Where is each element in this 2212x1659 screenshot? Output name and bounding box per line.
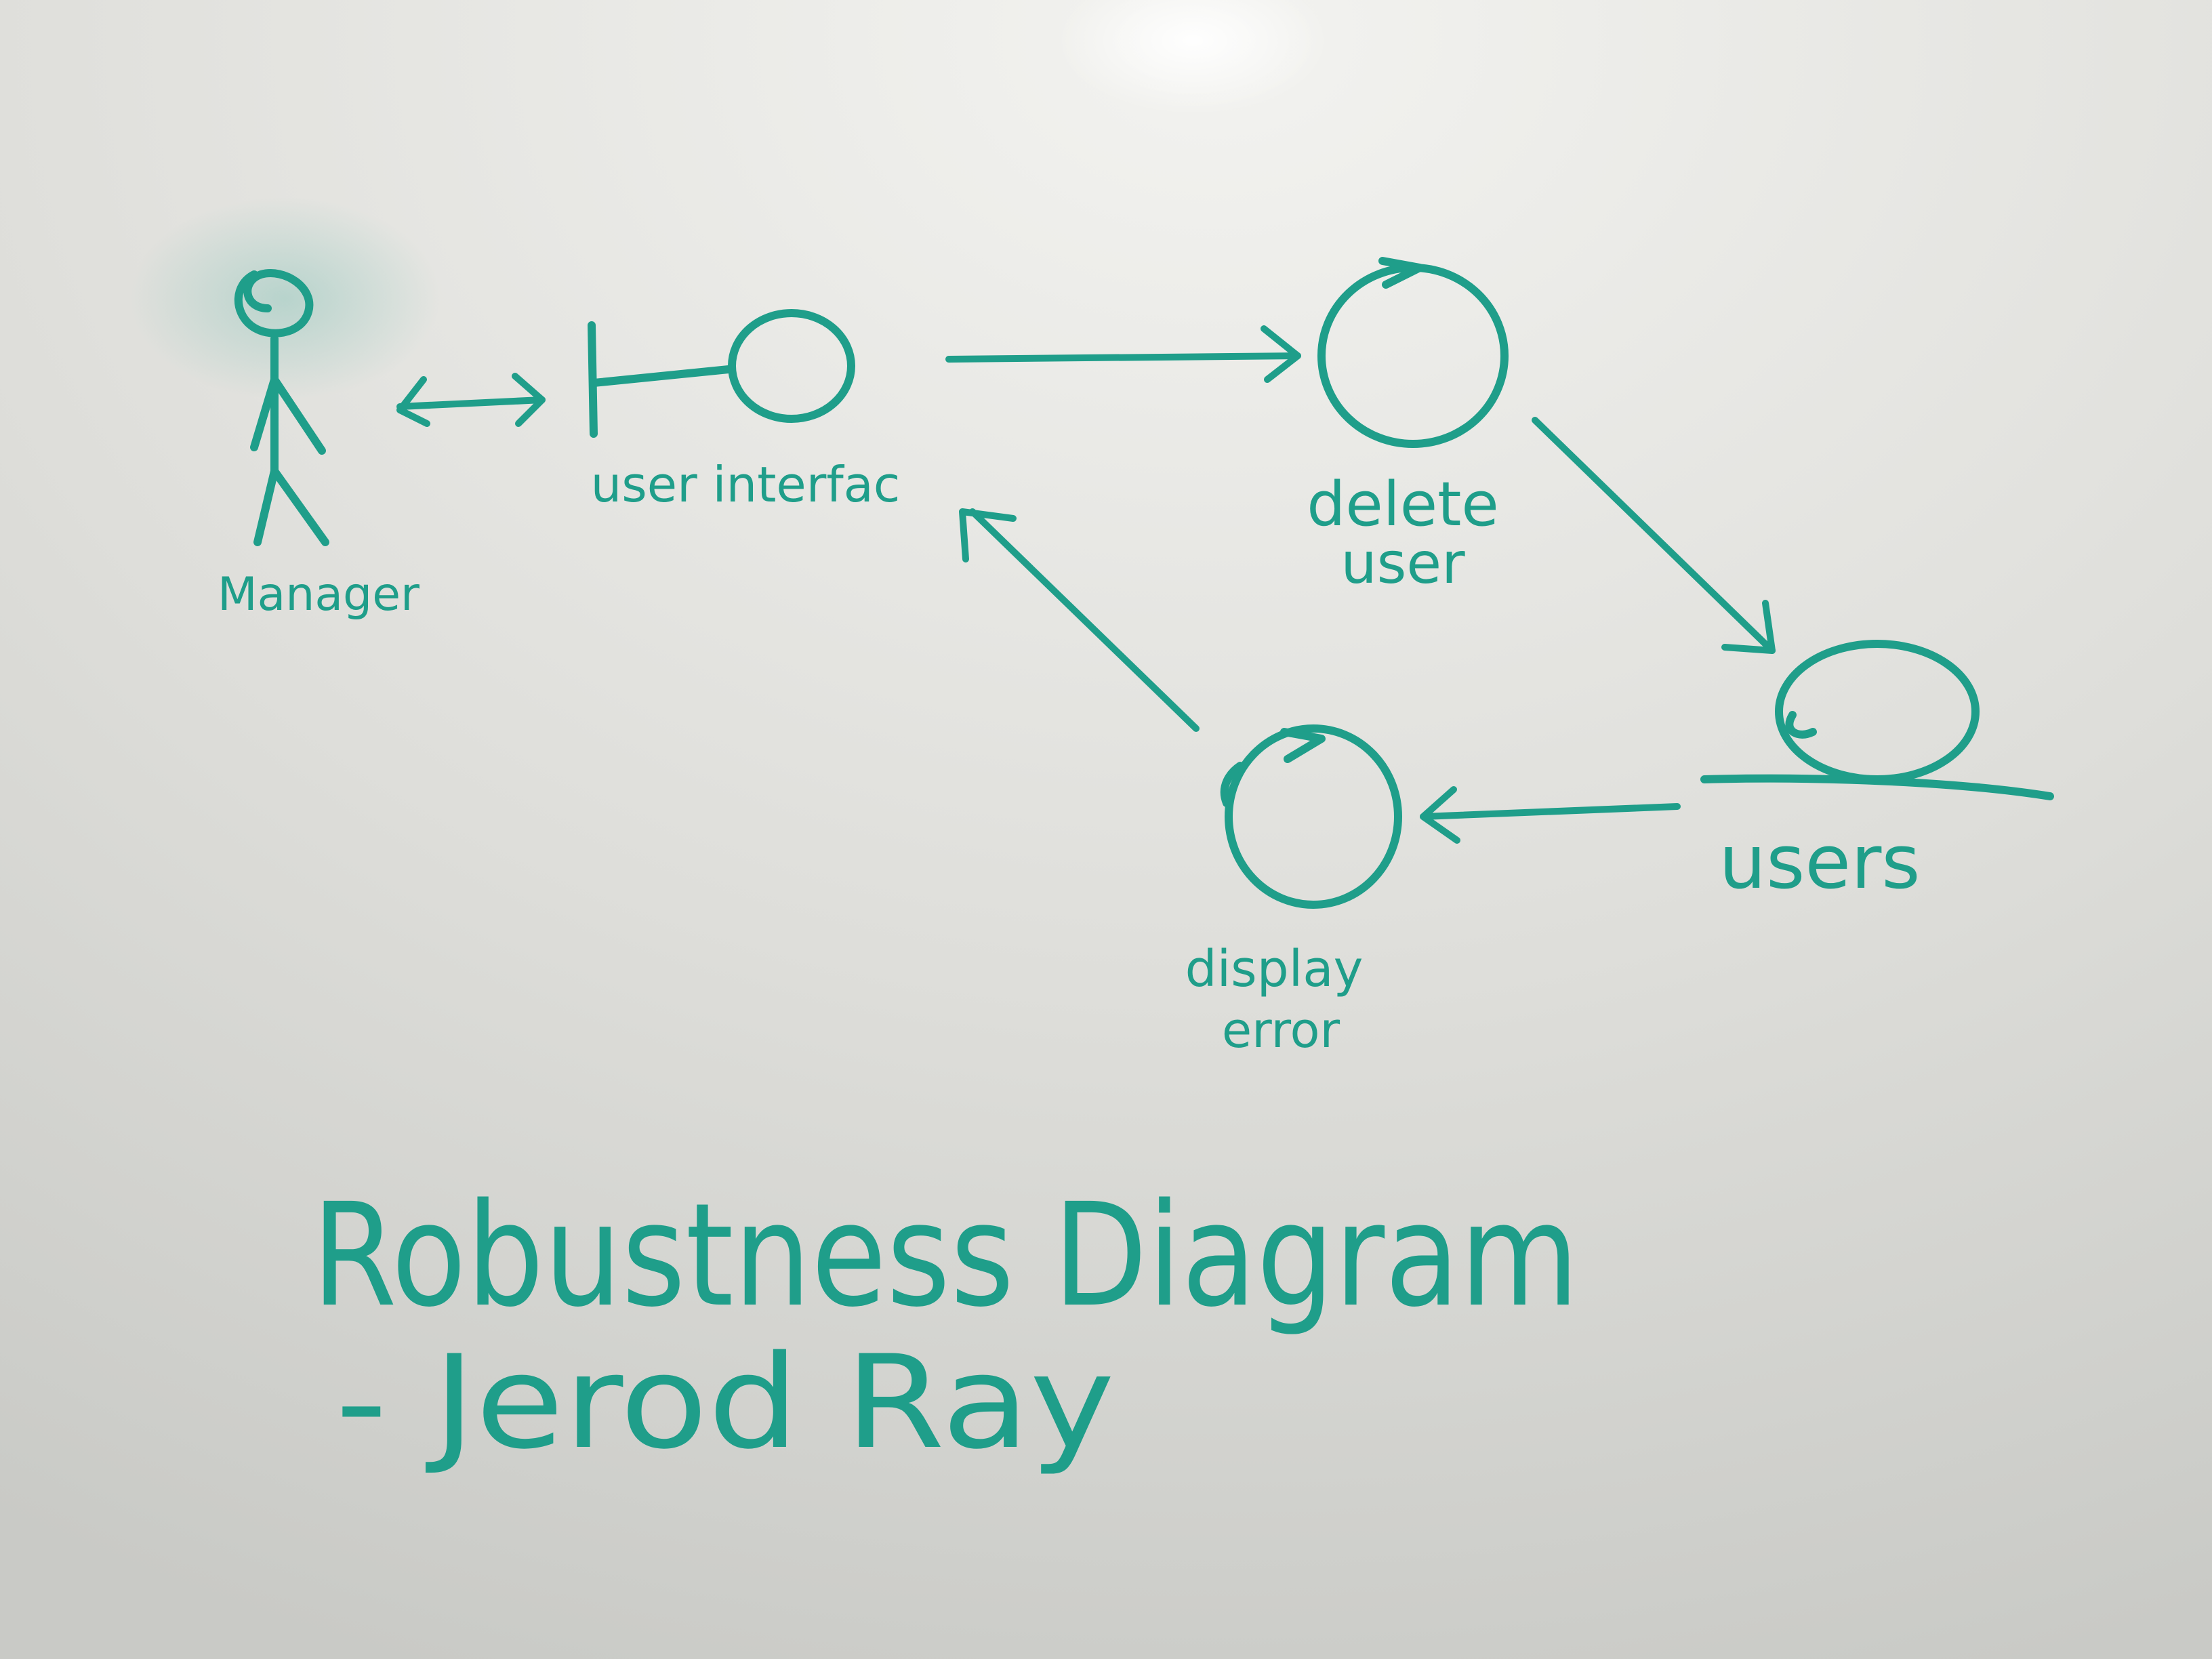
control-delete-user-icon — [1317, 257, 1509, 448]
marker-smudge — [129, 197, 441, 400]
edge-users-error — [1420, 786, 1681, 844]
actor-manager-icon — [234, 269, 329, 546]
boundary-user-interface-icon — [588, 309, 855, 438]
ink-layer — [234, 257, 2054, 909]
edge-delete-users — [1532, 417, 1776, 654]
light-glare — [1057, 0, 1328, 115]
title-line-2: - Jerod Ray — [335, 1328, 1115, 1477]
edge-error-boundary — [959, 508, 1200, 732]
entity-users-icon — [1700, 640, 2054, 800]
labels: Manager user interfac delete user users … — [218, 456, 1921, 1477]
control-display-error-icon — [1220, 724, 1402, 909]
label-error: error — [1222, 1002, 1340, 1059]
edge-actor-boundary — [396, 373, 546, 427]
label-delete: delete — [1307, 469, 1499, 540]
edge-boundary-delete — [945, 325, 1301, 383]
label-manager: Manager — [218, 568, 419, 621]
label-user-interface: user interfac — [591, 456, 901, 513]
label-display: display — [1185, 940, 1364, 998]
title-line-1: Robustness Diagram — [312, 1172, 1579, 1338]
label-user: user — [1340, 530, 1465, 596]
label-users: users — [1719, 819, 1920, 905]
